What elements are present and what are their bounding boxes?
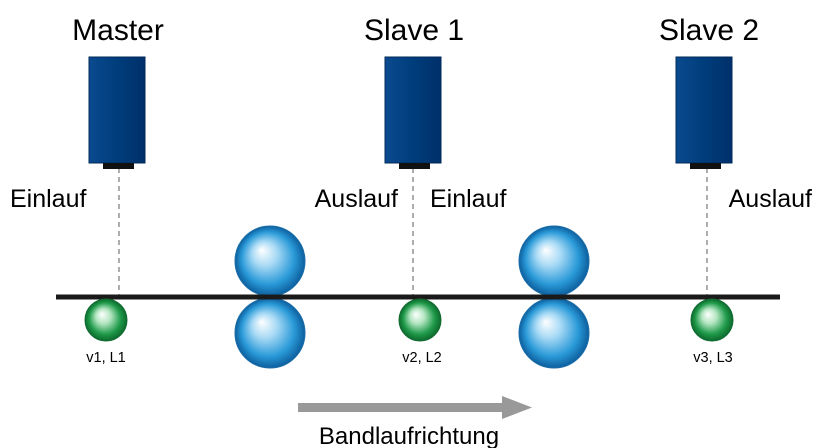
sensor-icon-slave-1: [384, 56, 442, 169]
zone-label-auslauf-1: Auslauf: [315, 185, 398, 213]
zone-label-einlauf-2: Einlauf: [430, 185, 506, 213]
direction-label: Bandlaufrichtung: [319, 423, 499, 448]
measuring-roll-icon-2: [398, 298, 442, 342]
sensor-icon-master: [88, 56, 146, 169]
unit-label-slave-1: Slave 1: [364, 14, 464, 47]
pinch-roll-icon-upper-2: [518, 225, 590, 297]
unit-label-slave-2: Slave 2: [659, 14, 759, 47]
pinch-roll-icon-upper-1: [234, 225, 306, 297]
zone-label-auslauf-2: Auslauf: [729, 185, 812, 213]
unit-label-master: Master: [72, 14, 164, 47]
zone-label-einlauf-1: Einlauf: [10, 185, 86, 213]
roll-label-2: v2, L2: [402, 350, 442, 366]
roll-label-1: v1, L1: [86, 350, 126, 366]
sensor-icon-slave-2: [675, 56, 733, 169]
pinch-roll-icon-lower-2: [518, 297, 590, 369]
pinch-roll-icon-lower-1: [234, 297, 306, 369]
measuring-roll-icon-1: [84, 298, 128, 342]
roll-label-3: v3, L3: [693, 350, 733, 366]
measuring-roll-icon-3: [690, 298, 734, 342]
arrow-right-icon: [298, 396, 532, 419]
